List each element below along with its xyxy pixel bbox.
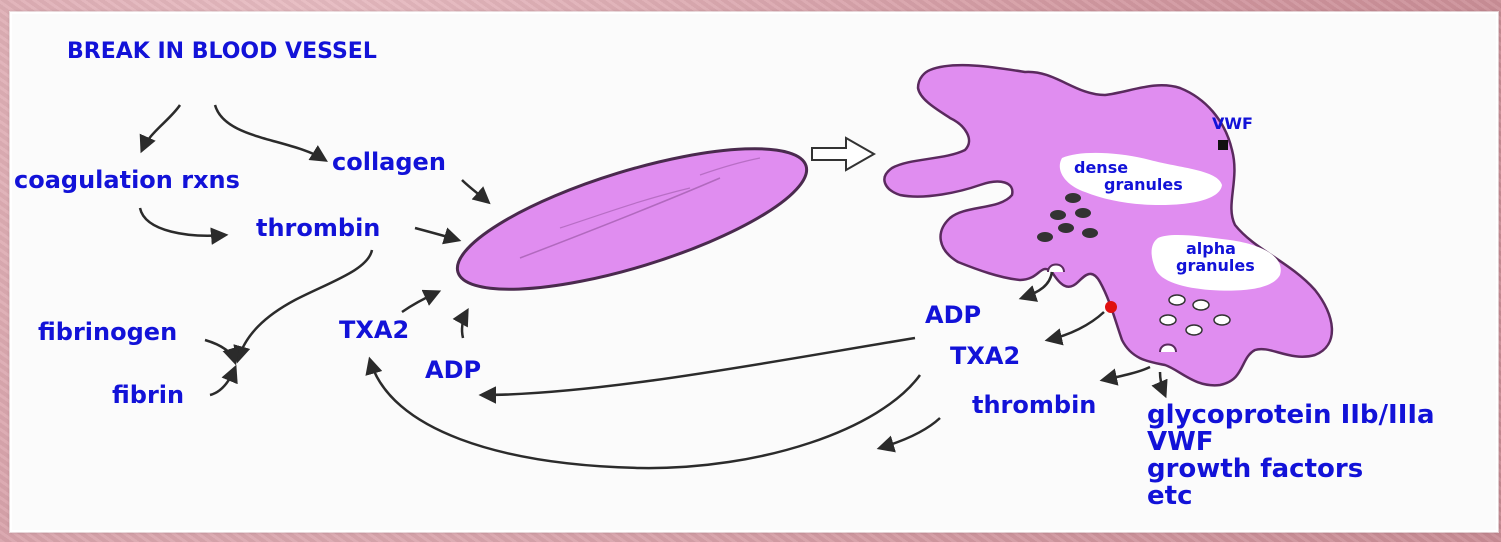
title-label: BREAK IN BLOOD VESSEL <box>67 41 377 63</box>
transition-arrow <box>812 138 874 170</box>
secreted-factors-list: glycoprotein IIb/IIIa VWF growth factors… <box>1147 402 1435 510</box>
growth-factors-label: growth factors <box>1147 456 1435 483</box>
thrombin-label-right: thrombin <box>972 393 1096 417</box>
adp-label-right: ADP <box>925 303 981 327</box>
etc-label: etc <box>1147 483 1435 510</box>
receptor-dot <box>1105 301 1117 313</box>
thrombin-label-left: thrombin <box>256 216 380 240</box>
glycoprotein-label: glycoprotein IIb/IIIa <box>1147 402 1435 429</box>
vwf-label-top: VWF <box>1212 116 1253 133</box>
coagulation-label: coagulation rxns <box>14 168 240 192</box>
adp-label-left: ADP <box>425 358 481 382</box>
dense-granules-label: dense granules <box>1074 160 1183 194</box>
fibrin-label: fibrin <box>112 383 184 407</box>
alpha-granules-label: alpha granules <box>1186 241 1255 275</box>
vwf-label-list: VWF <box>1147 429 1435 456</box>
txa2-label-left: TXA2 <box>339 318 409 342</box>
collagen-label: collagen <box>332 150 446 174</box>
txa2-label-right: TXA2 <box>950 344 1020 368</box>
alpha-label-line2: granules <box>1176 258 1255 275</box>
resting-platelet <box>444 120 820 318</box>
vwf-marker <box>1218 140 1228 150</box>
dense-label-line2: granules <box>1104 177 1183 194</box>
activated-platelet <box>884 65 1332 385</box>
fibrinogen-label: fibrinogen <box>38 320 177 344</box>
